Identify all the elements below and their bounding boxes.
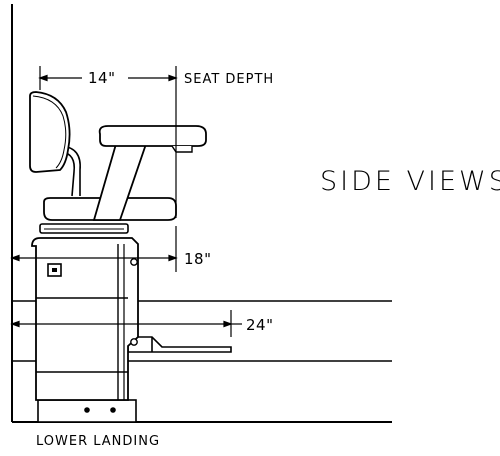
seat-depth-label: SEAT DEPTH	[184, 72, 274, 87]
seat-depth-dimension	[38, 66, 178, 218]
footrest	[127, 336, 232, 353]
seat-base	[39, 223, 129, 234]
rail-base	[37, 399, 137, 423]
carriage-knob-icon	[130, 338, 138, 346]
seat-depth-value: 14"	[88, 69, 116, 87]
armrest	[92, 125, 207, 221]
bolt-icon	[110, 407, 116, 413]
carriage-knob-icon	[130, 258, 138, 266]
drawing-title: SIDE VIEWS	[320, 166, 500, 197]
key-switch-icon	[47, 263, 62, 277]
seat-to-wall-value: 18"	[184, 250, 212, 268]
seat-to-wall-dimension	[10, 226, 178, 272]
footrest-to-wall-dimension	[10, 310, 242, 337]
landing-label: LOWER LANDING	[36, 434, 160, 449]
footrest-to-wall-value: 24"	[246, 316, 274, 334]
bolt-icon	[84, 407, 90, 413]
backrest	[29, 91, 71, 173]
carriage-body	[31, 237, 139, 401]
